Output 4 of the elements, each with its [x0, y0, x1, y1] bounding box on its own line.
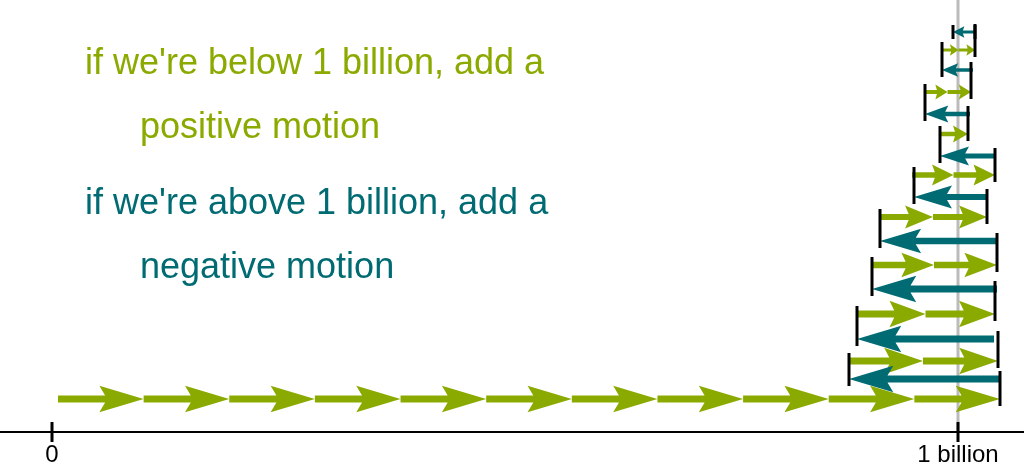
rule-text: if we're below 1 billion, add a positive motion	[85, 40, 546, 148]
axis-tick-label: 1 billion	[917, 440, 999, 468]
rule-text: if we're above 1 billion, add a negative motion	[85, 180, 550, 288]
axis-tick-label: 0	[45, 440, 59, 468]
